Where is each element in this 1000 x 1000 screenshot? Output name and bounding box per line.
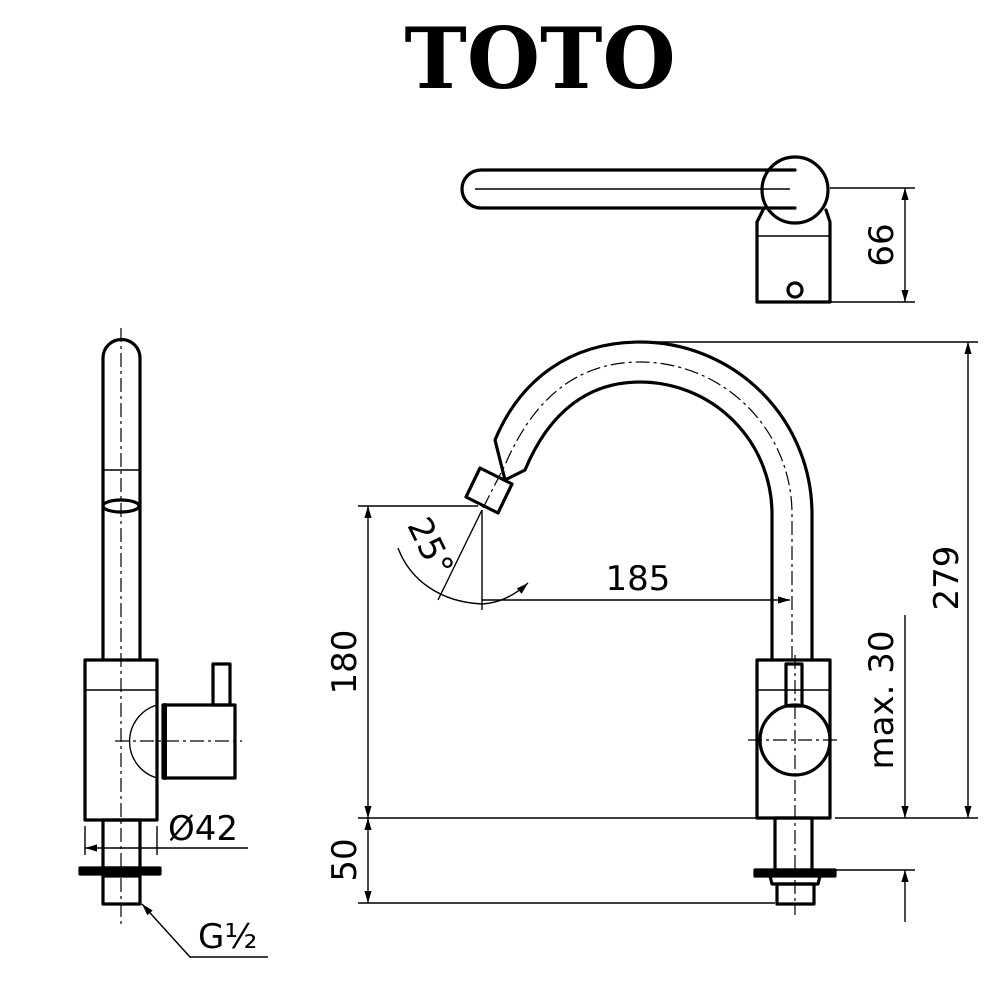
- front-view: Ø42 G½: [78, 328, 268, 958]
- dim-180: 180: [325, 630, 365, 695]
- top-view: 66: [460, 155, 915, 304]
- dim-50: 50: [325, 838, 365, 881]
- side-view: 279 180 50 185 25° max. 30: [325, 340, 978, 922]
- dim-185: 185: [606, 559, 671, 599]
- dim-max-30: max. 30: [862, 631, 902, 770]
- dim-thread: G½: [198, 917, 257, 957]
- dim-diameter-42: Ø42: [168, 809, 238, 849]
- toto-logo: TOTO: [404, 9, 675, 108]
- dim-66: 66: [862, 223, 902, 266]
- dim-279: 279: [927, 546, 967, 611]
